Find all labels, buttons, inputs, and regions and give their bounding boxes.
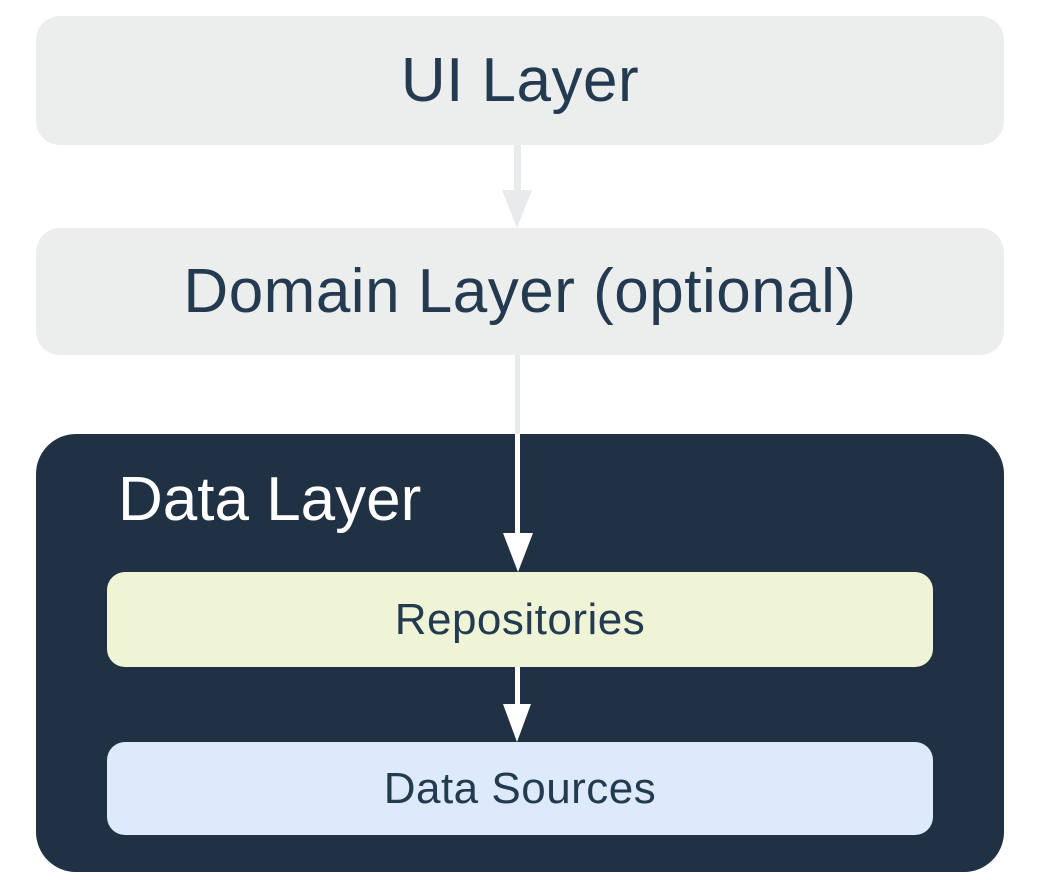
arrow-head (503, 704, 531, 742)
repositories-box: Repositories (107, 572, 933, 667)
repositories-label: Repositories (394, 594, 646, 644)
data-layer-box: Data Layer Repositories Data Sources (36, 434, 1004, 872)
domain-layer-box: Domain Layer (optional) (36, 228, 1004, 355)
data-sources-box: Data Sources (107, 742, 933, 835)
data-sources-label: Data Sources (383, 763, 657, 813)
ui-layer-label: UI Layer (400, 46, 640, 115)
arrow-shaft (515, 355, 520, 434)
arrow-shaft (515, 434, 520, 534)
ui-layer-box: UI Layer (36, 16, 1004, 145)
arrow-shaft (514, 145, 521, 191)
arrow-head (502, 190, 532, 228)
domain-layer-label: Domain Layer (optional) (183, 257, 857, 326)
data-layer-label: Data Layer (118, 465, 422, 534)
arrow-shaft (515, 667, 520, 705)
arrow-head (503, 533, 533, 572)
